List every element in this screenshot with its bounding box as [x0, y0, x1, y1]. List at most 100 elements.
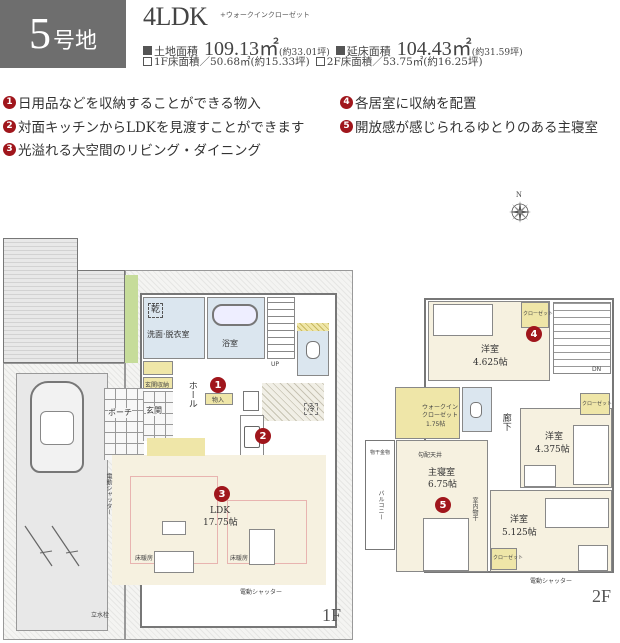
entrance-porch: [104, 388, 144, 460]
layout-type: 4LDK: [143, 2, 208, 31]
feature-text: 光溢れる大空間のリビング・ダイニング: [18, 143, 261, 159]
land-area-label: 土地面積: [154, 45, 198, 58]
lot-badge: 5 号地: [0, 0, 126, 68]
total-floor-value: 104.43㎡: [396, 38, 472, 60]
bed-icon: [573, 425, 609, 485]
hardware-label: 物干金物: [369, 450, 390, 456]
balcony: [365, 440, 395, 550]
floor2-plan: クローゼット 4 洋室 4.625帖 DN ウォークイン クローゼット 1.75…: [360, 290, 620, 643]
storage-label: 物入: [212, 397, 225, 404]
shoe-storage: [143, 377, 173, 389]
faucet-label: 立水栓: [91, 612, 110, 619]
feature-text: 日用品などを収納することができる物入: [18, 96, 261, 112]
closet-b: [580, 393, 610, 415]
floor1-label: 1F: [322, 605, 342, 625]
shutter-side-label: 電動シャッター: [105, 473, 112, 515]
filled-square-icon: [335, 46, 345, 55]
lot-number: 5: [28, 9, 51, 58]
floor1-plan: 立水栓 乾 洗面·脱衣室 浴室 UP 玄関収納 ホール 物入 1 ポーチ 玄関 …: [0, 233, 360, 643]
room-c-label: 洋室: [510, 515, 529, 525]
total-floor-label: 延床面積: [346, 45, 391, 58]
feature-text: 対面キッチンからLDKを見渡すことができます: [18, 120, 305, 136]
room-c-size: 5.125帖: [502, 528, 537, 538]
hall-label: ホール: [186, 381, 197, 408]
fridge-label: 冷: [304, 403, 318, 415]
walk-in-closet: [395, 387, 460, 439]
balcony-label: バルコニー: [377, 490, 384, 520]
bath-label: 浴室: [222, 339, 238, 348]
storage-closet: [143, 361, 173, 375]
car-icon: [30, 381, 84, 473]
shoe-storage-label: 玄関収納: [145, 382, 170, 389]
filled-square-icon: [143, 46, 152, 55]
stairs: [267, 297, 295, 359]
wic-size: 1.75帖: [426, 421, 446, 428]
marker-5: 5: [435, 497, 451, 513]
closet-b-label: クローゼット: [582, 401, 613, 407]
floor-areas: 1F床面積／50.68㎡(約15.33坪) 2F床面積／53.75㎡(約16.2…: [143, 54, 483, 69]
floor-heating-label: 床暖房: [135, 555, 154, 562]
closet-c: [491, 548, 517, 570]
room-b-size: 4.375帖: [535, 445, 570, 455]
layout-extra: +ウォークインクローゼット: [220, 11, 310, 19]
washroom: [143, 297, 205, 359]
empty-square-icon: [143, 57, 152, 66]
ldk-label: LDK: [210, 506, 230, 516]
pantry: [262, 383, 324, 421]
room-b-label: 洋室: [545, 432, 564, 442]
feature-item: 1 日用品などを収納することができる物入: [3, 92, 261, 112]
toilet-icon: [470, 402, 482, 418]
toilet-shelf: [297, 323, 329, 331]
stairs: [553, 302, 611, 374]
corridor-label: 廊下: [500, 413, 511, 431]
pavement: [3, 238, 78, 363]
bed-icon: [545, 498, 609, 528]
number-badge: 5: [340, 119, 353, 133]
sofa: [154, 551, 194, 573]
empty-square-icon: [315, 57, 325, 66]
closet-c-label: クローゼット: [493, 555, 524, 561]
room-a-label: 洋室: [481, 345, 500, 355]
land-area-tsubo: (約33.01坪): [279, 48, 330, 58]
feature-text: 開放感が感じられるゆとりのある主寝室: [355, 120, 598, 136]
compass-icon: [509, 201, 531, 223]
planter: [125, 275, 138, 363]
wic-label: ウォークイン: [422, 404, 459, 411]
feature-item: 2 対面キッチンからLDKを見渡すことができます: [3, 116, 304, 136]
marker-2: 2: [255, 428, 271, 444]
closet-a-label: クローゼット: [523, 311, 554, 317]
master-size: 6.75帖: [428, 480, 458, 490]
lot-suffix: 号地: [52, 29, 97, 54]
stairs-up-label: UP: [271, 361, 280, 368]
number-badge: 1: [3, 95, 16, 109]
shutter-label: 電動シャッター: [240, 589, 283, 596]
desk-icon: [524, 465, 556, 487]
master-label: 主寝室: [428, 468, 456, 478]
marker-3: 3: [214, 486, 230, 502]
porch-label: ポーチ: [108, 408, 132, 418]
marker-4: 4: [526, 326, 542, 342]
stairs-dn-label: DN: [592, 366, 602, 373]
washroom-label: 洗面·脱衣室: [147, 330, 190, 339]
feature-text: 各居室に収納を配置: [355, 96, 477, 112]
bed-icon: [423, 518, 469, 571]
bathtub-icon: [212, 304, 258, 326]
desk-icon: [578, 545, 608, 571]
laundry-label: 室内物干: [471, 497, 478, 521]
ceiling-label: 勾配天井: [418, 452, 443, 459]
wic-label: クローゼット: [422, 412, 459, 419]
floor-heating-label: 床暖房: [230, 555, 249, 562]
ldk-size: 17.75帖: [203, 518, 238, 528]
room-a-size: 4.625帖: [473, 358, 508, 368]
feature-item: 5 開放感が感じられるゆとりのある主寝室: [340, 116, 598, 136]
compass-label: N: [516, 190, 522, 199]
floor2-label: 2F: [592, 586, 612, 606]
number-badge: 2: [3, 119, 16, 133]
bed-icon: [433, 304, 493, 336]
feature-item: 4 各居室に収納を配置: [340, 92, 477, 112]
number-badge: 4: [340, 95, 353, 109]
land-area-value: 109.13㎡: [204, 38, 279, 60]
toilet-icon: [306, 341, 320, 359]
closet-a: [521, 302, 549, 328]
dryer-label: 乾: [148, 303, 164, 318]
